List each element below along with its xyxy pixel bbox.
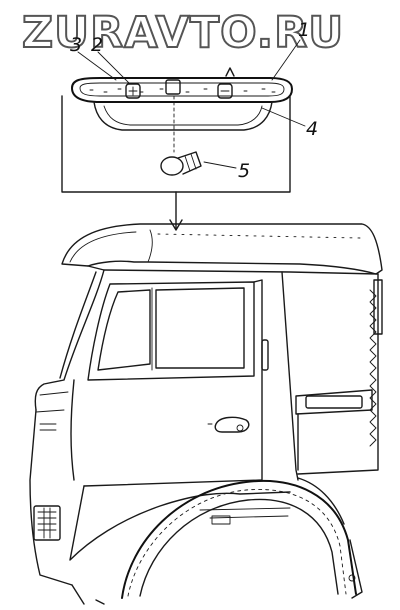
cab-front	[29, 409, 73, 586]
lower-body	[69, 485, 291, 561]
headlamp	[33, 505, 61, 541]
truck-cab	[29, 223, 383, 605]
leader-1	[271, 39, 301, 81]
grab-handle	[261, 339, 269, 371]
lamp-bulb	[160, 151, 202, 176]
wheel-arch-inner	[139, 498, 339, 597]
fender-bolt	[348, 574, 356, 582]
wheel-arch-outer	[121, 480, 357, 599]
lamp-rim	[71, 77, 293, 103]
lamp-socket-center	[165, 79, 181, 95]
vent-window	[97, 289, 151, 371]
roof-spoiler	[61, 223, 383, 275]
leader-3	[77, 51, 117, 81]
dome-lamp-assembly	[71, 39, 306, 176]
callout-1: 1	[298, 19, 310, 41]
mudflap-edge	[349, 539, 363, 599]
leader-5	[203, 161, 237, 169]
lamp-clip-right	[217, 83, 233, 99]
lamp-diffuser	[93, 101, 273, 131]
lamp-rim-inner	[79, 82, 285, 97]
fender-top	[297, 477, 345, 525]
front-panel-lines	[35, 391, 69, 413]
spoiler-seam	[147, 229, 153, 263]
callout-3: 3	[70, 34, 82, 56]
sleeper-panel	[295, 389, 373, 415]
door-front-edge	[70, 379, 75, 481]
main-window	[155, 287, 245, 369]
step-lines	[199, 507, 291, 519]
rear-seal-strip	[369, 289, 377, 447]
watermark-text: ZURAVTO.RU	[22, 8, 344, 58]
a-pillar	[34, 269, 105, 411]
spoiler-texture	[157, 233, 361, 239]
rim-texture	[89, 88, 276, 93]
sleeper-front-edge	[281, 271, 299, 481]
a-pillar-inner	[59, 271, 97, 379]
cab-roof-line	[87, 265, 379, 275]
lamp-diffuser-inner	[103, 105, 263, 126]
lamp-tab	[225, 67, 235, 77]
leader-2	[97, 51, 131, 85]
callout-2: 2	[91, 34, 103, 56]
step-plate	[211, 515, 231, 525]
headlamp-grid	[37, 507, 57, 539]
rear-corner-trim	[373, 279, 383, 335]
door-rear-edge	[83, 279, 263, 487]
sleeper-rear-edge	[297, 273, 379, 475]
front-badge	[39, 423, 57, 431]
door-window-frame	[87, 281, 255, 381]
callout-4: 4	[306, 118, 318, 140]
bumper-edge	[71, 584, 105, 605]
fender-stitching	[127, 489, 347, 597]
sleeper-handle	[305, 395, 363, 409]
lamp-clip-left	[125, 83, 141, 99]
door-handle	[214, 416, 250, 433]
leader-4	[261, 107, 306, 127]
spoiler-edge	[69, 231, 137, 263]
callout-5: 5	[238, 160, 250, 182]
